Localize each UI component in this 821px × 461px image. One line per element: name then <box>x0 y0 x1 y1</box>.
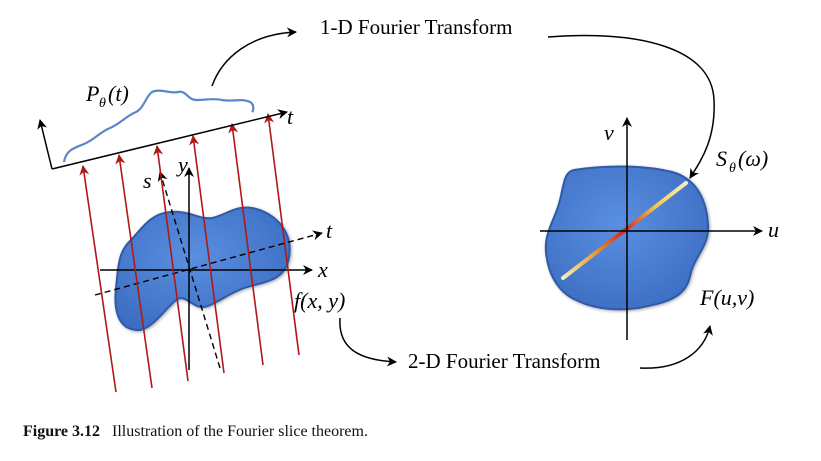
projection-label: P θ (t) <box>85 81 129 111</box>
label-v: v <box>604 120 614 145</box>
ray <box>228 123 264 366</box>
ray <box>189 135 225 374</box>
label-x: x <box>317 257 328 282</box>
projection-t-axis <box>51 109 288 170</box>
rotated-s-axis <box>157 171 221 369</box>
figure-caption: Figure 3.12 Illustration of the Fourier s… <box>23 423 368 441</box>
slice-sub: θ <box>729 161 736 176</box>
slice-arg: (ω) <box>738 146 768 171</box>
ray <box>115 154 153 389</box>
label-2d-ft: 2-D Fourier Transform <box>408 349 601 373</box>
projection-sub: θ <box>99 96 106 111</box>
ray <box>153 145 189 382</box>
arrow-to-1d-ft <box>211 27 297 87</box>
label-F-uv: F(u,v) <box>699 285 754 310</box>
slice-label: S θ (ω) <box>716 146 768 176</box>
label-rotated-t: t <box>326 218 333 243</box>
label-u: u <box>768 217 779 242</box>
ray <box>264 113 300 356</box>
projection-base: P <box>85 81 99 106</box>
figure-number: Figure 3.12 <box>23 423 101 440</box>
arrow-1d-ft-to-slice <box>547 34 715 179</box>
label-y: y <box>176 152 188 177</box>
projection-p-axis <box>37 119 53 170</box>
label-f-xy: f(x, y) <box>294 288 345 313</box>
caption-text: Illustration of the Fourier slice theore… <box>112 423 368 440</box>
label-1d-ft: 1-D Fourier Transform <box>320 15 513 39</box>
slice-base: S <box>716 146 727 171</box>
label-s: s <box>143 168 152 193</box>
label-proj-t: t <box>287 104 294 129</box>
arrow-2d-ft-to-freq <box>639 325 713 369</box>
projection-curve <box>62 89 255 163</box>
projection-arg: (t) <box>108 81 129 106</box>
projection-rays <box>79 113 300 393</box>
ray <box>79 165 117 393</box>
arrow-to-2d-ft <box>339 317 397 367</box>
